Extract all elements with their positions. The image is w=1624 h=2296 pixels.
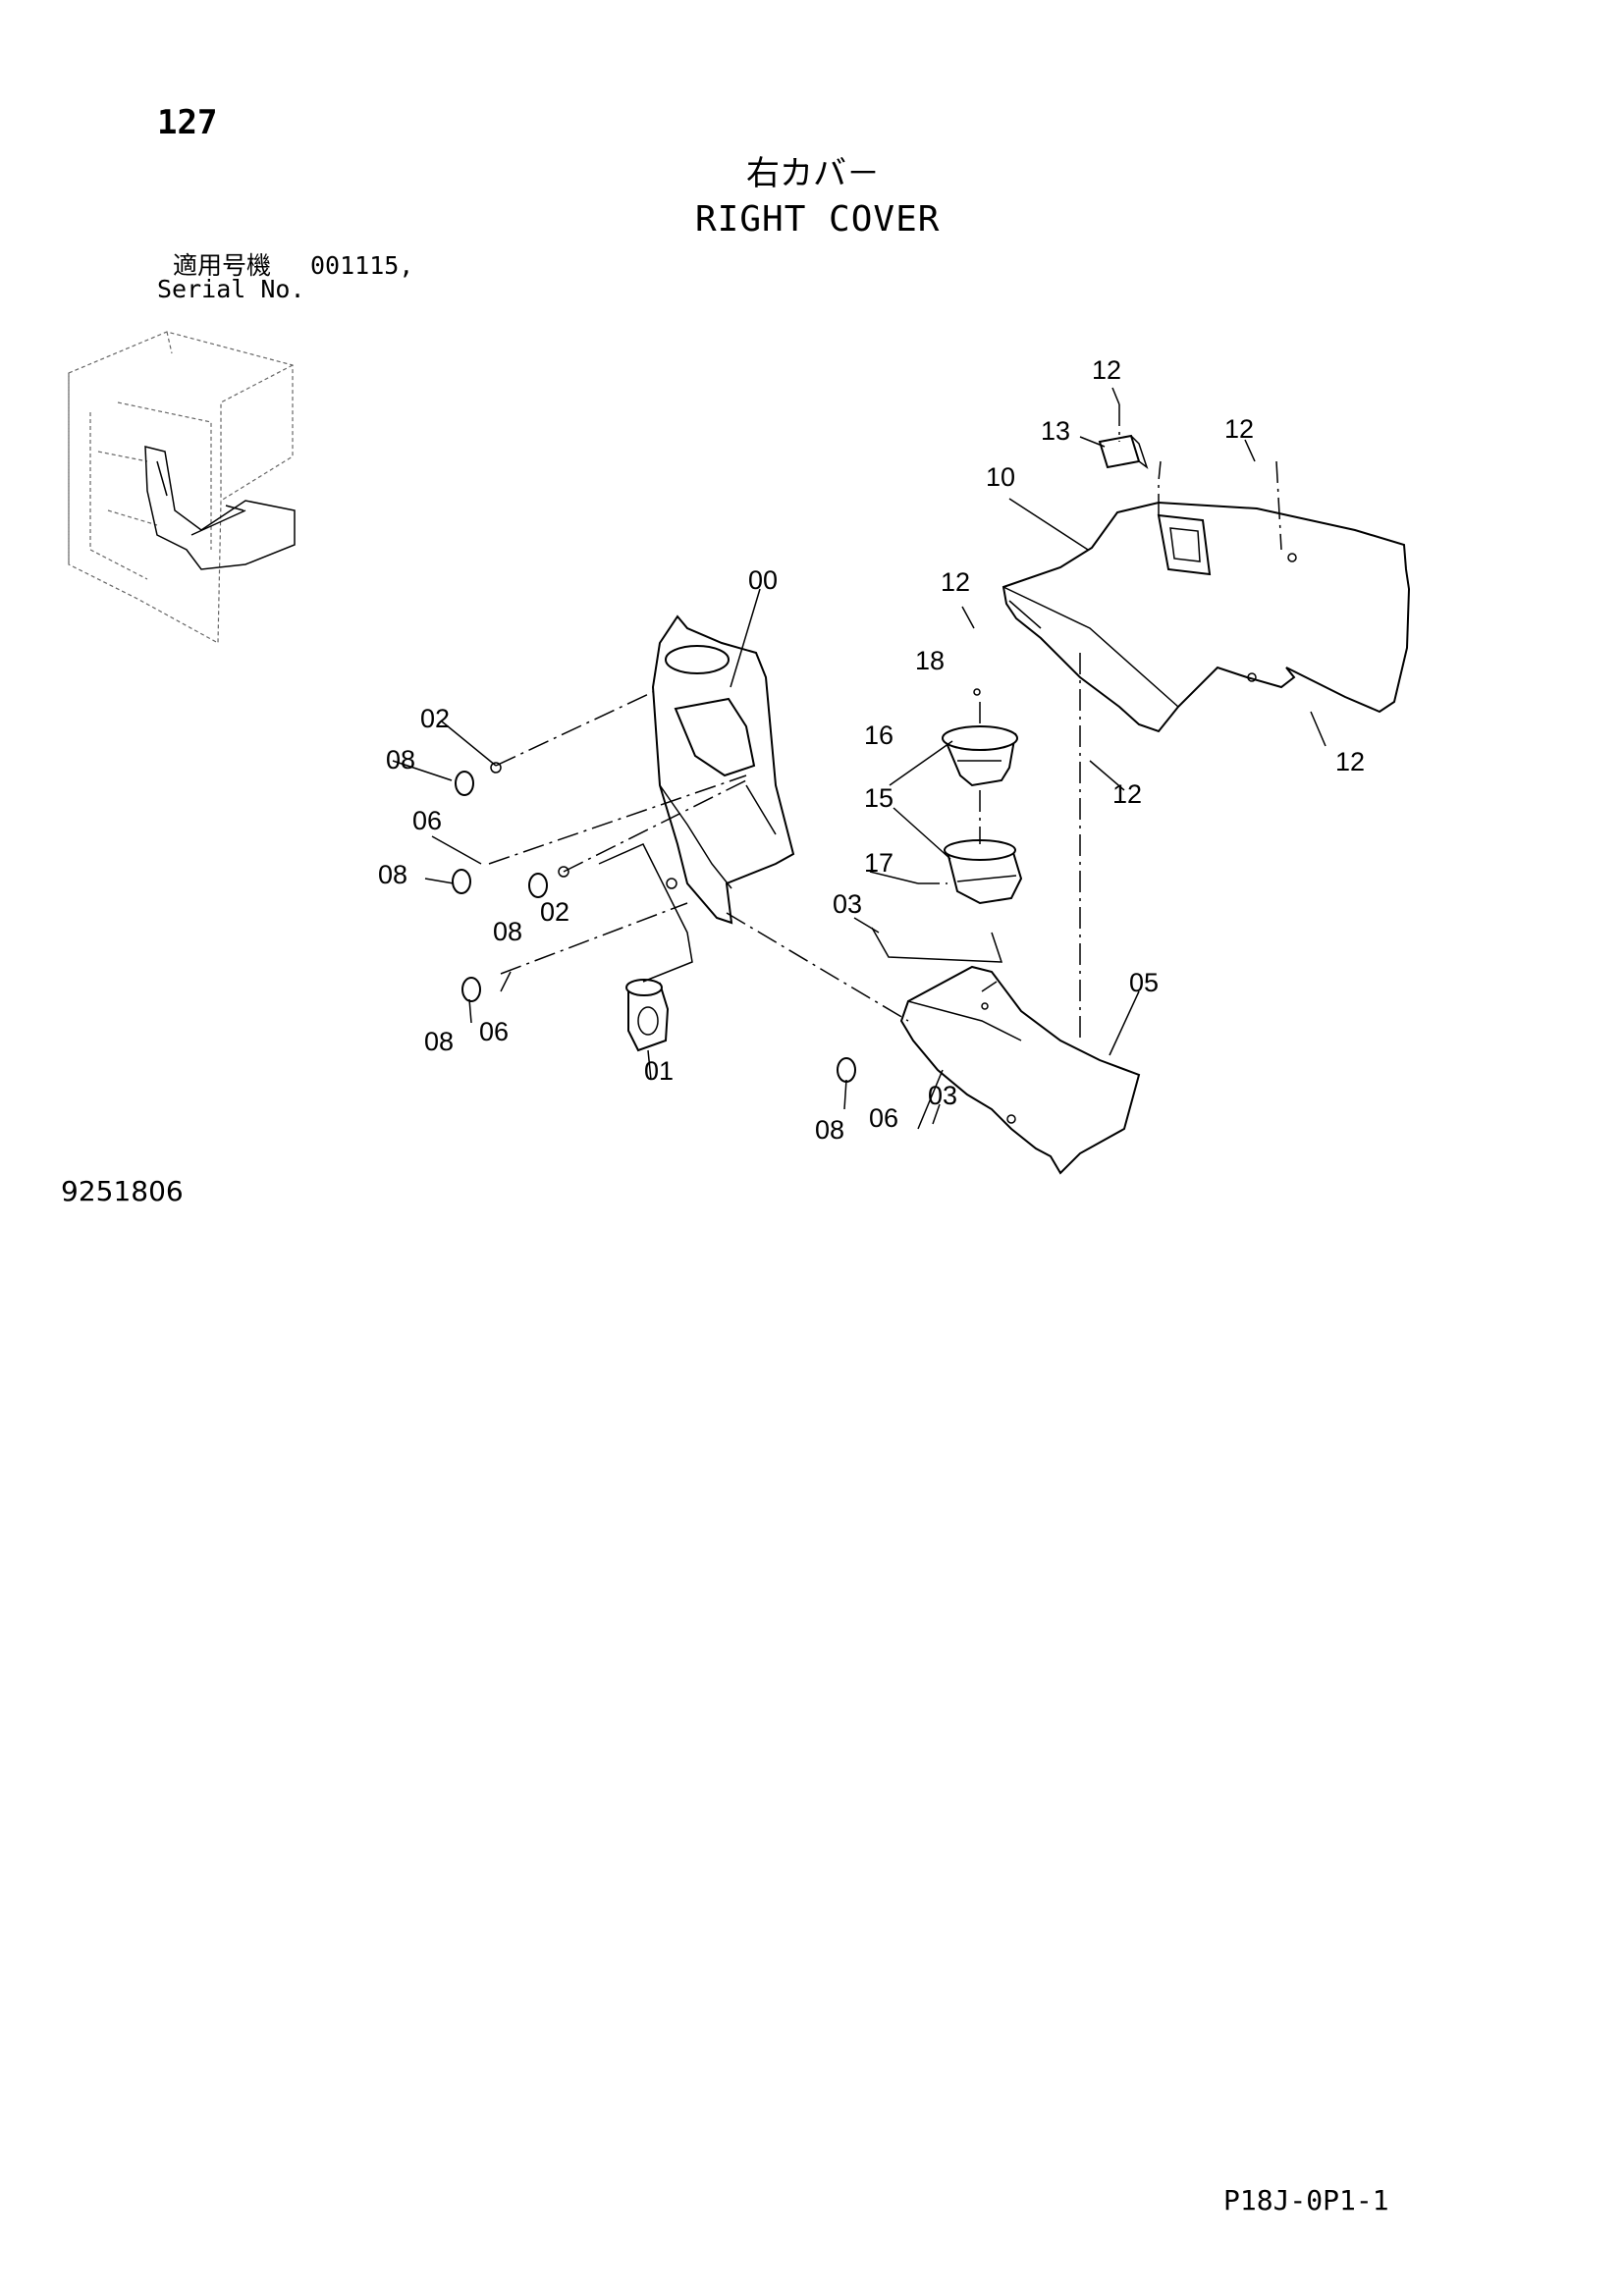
- callout-label: 02: [420, 704, 450, 733]
- callout-label: 02: [540, 897, 569, 927]
- serial-label-japanese: 適用号機: [173, 251, 272, 280]
- callout-label: 08: [378, 860, 407, 889]
- serial-value: 001115,: [310, 251, 414, 280]
- part-16-cup-holder: [942, 725, 1018, 787]
- callout-label: 13: [1041, 416, 1070, 446]
- cab-locator-thumbnail: [68, 331, 296, 645]
- part-10-upper-cover: [1001, 501, 1411, 733]
- part-05-lower-cover: [899, 965, 1141, 1175]
- callout-label: 00: [748, 565, 778, 595]
- callout-label: 17: [864, 848, 893, 878]
- page-number: 127: [157, 103, 218, 142]
- serial-label-english: Serial No.: [157, 275, 305, 303]
- callout-label: 08: [424, 1027, 454, 1056]
- callout-label: 16: [864, 721, 893, 750]
- part-01-grommet: [625, 979, 670, 1052]
- callout-label: 06: [869, 1103, 898, 1133]
- callout-label: 05: [1129, 968, 1159, 997]
- callout-labels: 12 13 12 10 00 12 18 02 08 16 12 12 06 1…: [378, 355, 1365, 1145]
- callout-label: 12: [1112, 779, 1142, 809]
- callout-label: 15: [864, 783, 893, 813]
- callout-label: 03: [833, 889, 862, 919]
- assembly-lines: [488, 404, 1282, 1130]
- screws: [490, 688, 989, 1010]
- callout-label: 08: [386, 745, 415, 774]
- callout-label: 01: [644, 1056, 674, 1086]
- drawing-code: 9251806: [61, 1175, 184, 1207]
- sheet-code: P18J-0P1-1: [1223, 2184, 1389, 2216]
- callout-label: 12: [1335, 747, 1365, 776]
- callout-label: 12: [1092, 355, 1121, 385]
- leader-lines: [392, 387, 1326, 1125]
- callout-label: 03: [928, 1081, 957, 1110]
- callout-label: 12: [1224, 414, 1254, 444]
- title-english: RIGHT COVER: [695, 199, 941, 240]
- part-00-main-cover: [651, 614, 795, 925]
- part-13-plate: [1098, 434, 1149, 470]
- callout-label: 06: [412, 806, 442, 835]
- callout-label: 18: [915, 646, 945, 675]
- callout-label: 08: [815, 1115, 844, 1145]
- callout-label: 12: [941, 567, 970, 597]
- callout-label: 06: [479, 1017, 509, 1046]
- title-japanese: 右カバ－: [746, 154, 880, 193]
- part-15-holder-ring: [944, 839, 1023, 905]
- callout-label: 10: [986, 462, 1015, 492]
- caps-08: [452, 771, 856, 1083]
- callout-label: 08: [493, 917, 522, 946]
